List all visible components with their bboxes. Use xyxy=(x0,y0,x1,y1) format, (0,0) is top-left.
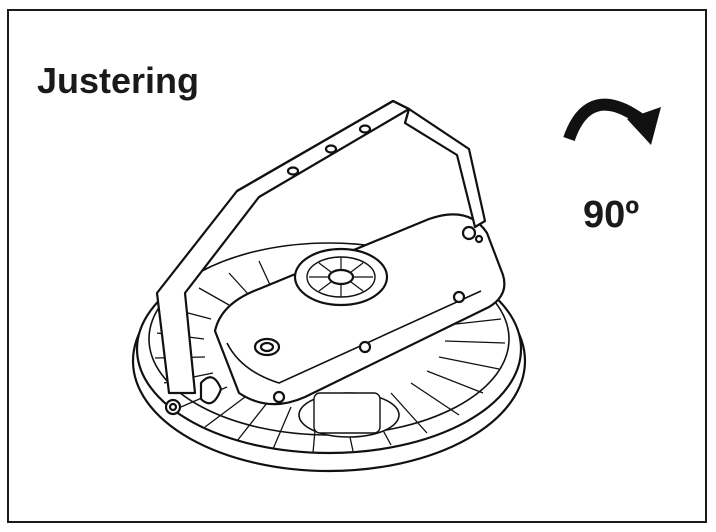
instruction-panel: Justering 90º xyxy=(7,9,707,523)
rotate-clockwise-arrow-icon xyxy=(563,98,661,145)
rotation-angle-label: 90º xyxy=(583,194,640,236)
page-title: Justering xyxy=(37,60,200,101)
highbay-light-fixture-illustration xyxy=(131,99,527,473)
